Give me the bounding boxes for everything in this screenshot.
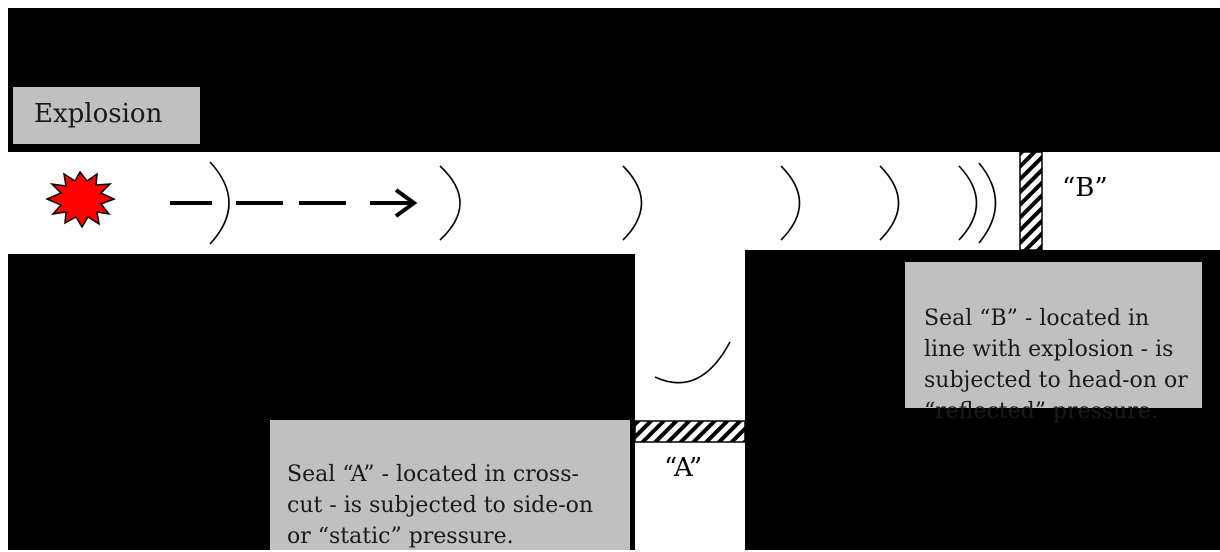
- seal-b-marker: “B”: [1062, 173, 1108, 203]
- seal-a-marker: “A”: [664, 453, 703, 483]
- pressure-waves: [209, 161, 997, 384]
- hatched-seal-a: [634, 420, 746, 443]
- hatched-seal-b: [1019, 151, 1043, 251]
- seal-b-note-text: Seal “B” - located in line with explosio…: [924, 306, 1188, 424]
- seal-a-note: Seal “A” - located in cross- cut - is su…: [270, 420, 630, 550]
- seal-a-note-text: Seal “A” - located in cross- cut - is su…: [287, 462, 594, 549]
- arrow-icon: [170, 188, 418, 218]
- explosion-label: Explosion: [13, 87, 200, 144]
- explosion-burst-icon: [45, 170, 116, 229]
- rock-top: [8, 8, 1220, 152]
- explosion-label-text: Explosion: [34, 99, 163, 129]
- seal-b-note: Seal “B” - located in line with explosio…: [905, 262, 1202, 424]
